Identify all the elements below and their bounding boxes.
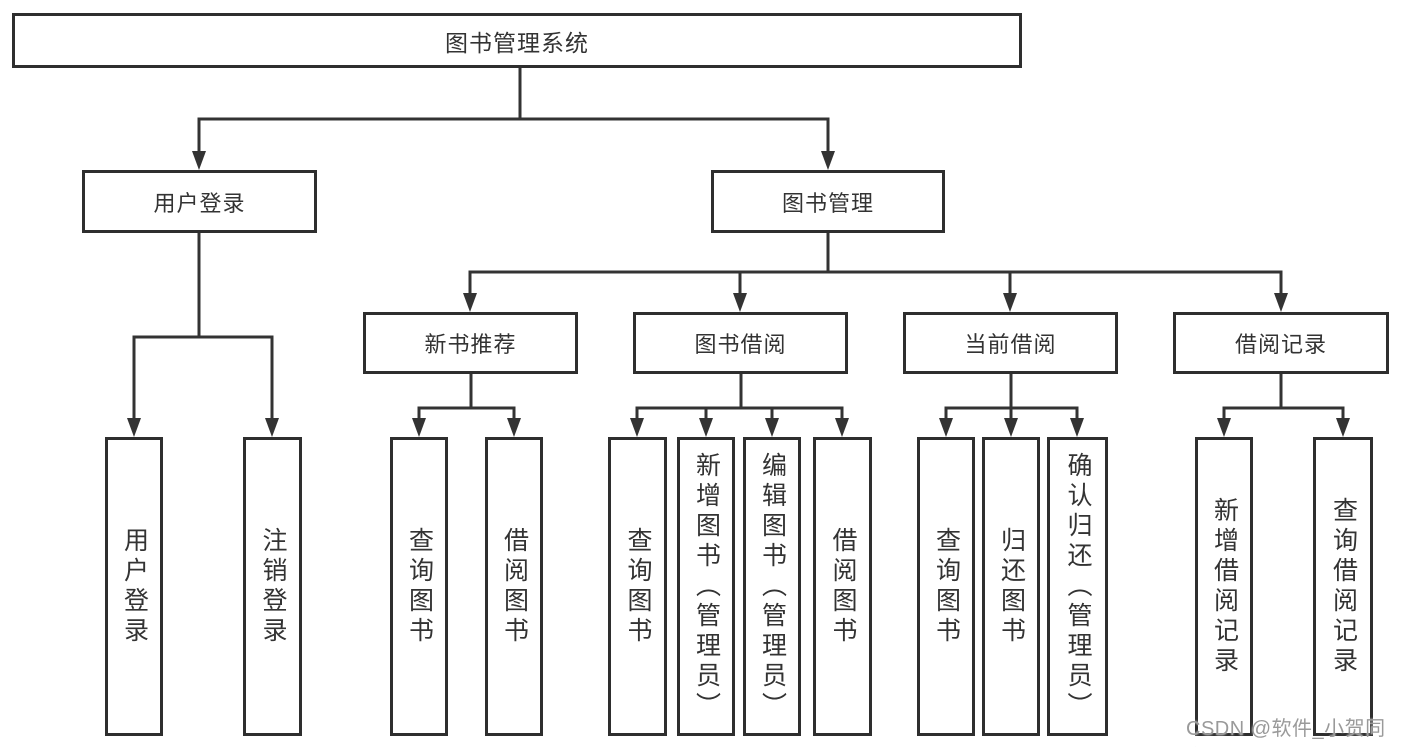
node-book-borrowing: 图书借阅 xyxy=(633,312,848,374)
node-leaf-confirm-return-admin: 确认归还（管理员） xyxy=(1047,437,1108,736)
node-leaf-return-books: 归还图书 xyxy=(982,437,1040,736)
node-leaf-borrow-books-1: 借阅图书 xyxy=(485,437,543,736)
edge-newbookrec-to-leaves xyxy=(417,374,516,421)
node-borrowing-records: 借阅记录 xyxy=(1173,312,1389,374)
arrowheads xyxy=(127,151,1350,437)
node-leaf-user-login: 用户登录 xyxy=(105,437,163,736)
node-leaf-query-books-1: 查询图书 xyxy=(390,437,448,736)
edge-root-to-level2 xyxy=(197,68,830,154)
watermark: CSDN @软件_小贺同学 xyxy=(1186,718,1386,740)
edge-bookmgmt-to-level3 xyxy=(468,233,1283,296)
node-leaf-query-books-2: 查询图书 xyxy=(608,437,667,736)
node-leaf-edit-books-admin: 编辑图书（管理员） xyxy=(743,437,801,736)
edge-borrowrecords-to-leaves xyxy=(1222,374,1345,421)
node-new-book-recommendation: 新书推荐 xyxy=(363,312,578,374)
node-leaf-logout: 注销登录 xyxy=(243,437,302,736)
edge-bookborrow-to-leaves xyxy=(635,374,844,421)
node-current-borrowing: 当前借阅 xyxy=(903,312,1118,374)
node-leaf-query-borrow-record: 查询借阅记录 xyxy=(1313,437,1373,736)
edge-currentborrow-to-leaves xyxy=(944,374,1079,421)
node-root: 图书管理系统 xyxy=(12,13,1022,68)
node-leaf-add-borrow-record: 新增借阅记录 xyxy=(1195,437,1253,736)
node-leaf-query-books-3: 查询图书 xyxy=(917,437,975,736)
node-leaf-add-books-admin: 新增图书（管理员） xyxy=(677,437,735,736)
node-book-management: 图书管理 xyxy=(711,170,945,233)
edge-userlogin-to-leaves xyxy=(132,233,274,421)
node-leaf-borrow-books-2: 借阅图书 xyxy=(813,437,872,736)
node-user-login: 用户登录 xyxy=(82,170,317,233)
